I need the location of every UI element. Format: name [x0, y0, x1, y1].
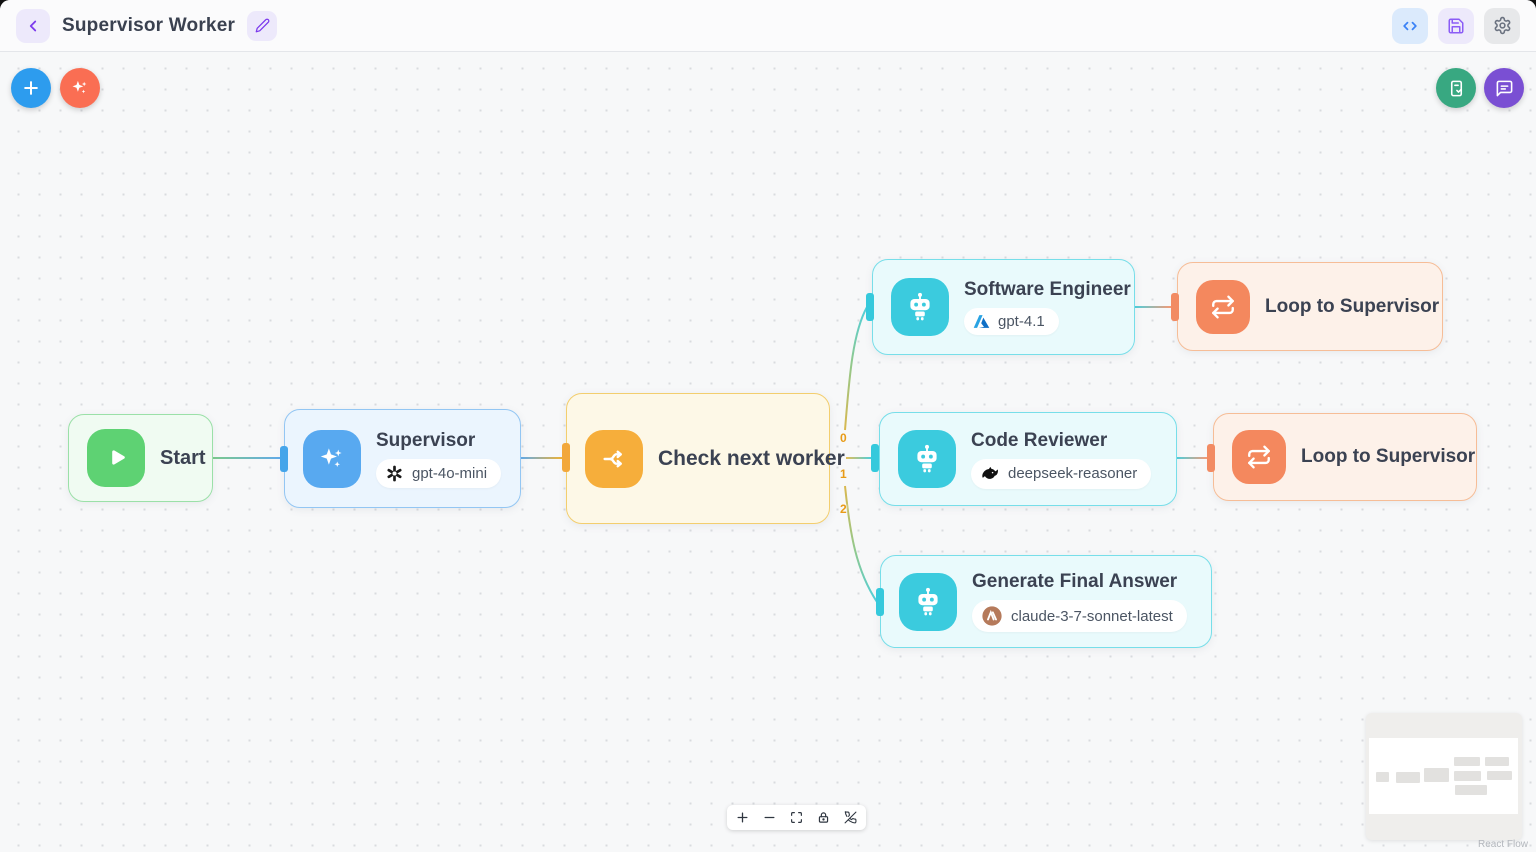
node-title: Generate Final Answer	[972, 571, 1178, 592]
gear-icon	[1494, 16, 1510, 35]
minimap[interactable]	[1366, 713, 1522, 840]
node-code-reviewer[interactable]: Code Reviewer deepseek-reasoner	[879, 412, 1177, 506]
zoom-out-button[interactable]	[762, 810, 777, 825]
fit-view-button[interactable]	[789, 810, 804, 825]
edit-title-button[interactable]	[247, 10, 278, 41]
deepseek-icon	[982, 466, 998, 479]
handle-supervisor-in[interactable]	[280, 446, 288, 472]
edges-layer	[213, 306, 1207, 603]
back-button[interactable]	[16, 8, 50, 43]
robot-icon	[899, 572, 957, 631]
node-title: Loop to Supervisor	[1265, 295, 1440, 317]
pencil-icon	[255, 18, 269, 33]
node-start[interactable]: Start	[68, 414, 213, 502]
minimap-node-start	[1376, 772, 1389, 782]
chat-button[interactable]	[1484, 68, 1524, 108]
settings-button[interactable]	[1484, 7, 1520, 44]
minimap-node-check	[1424, 768, 1449, 782]
minimap-node-software-engineer	[1454, 757, 1480, 766]
model-badge: deepseek-reasoner	[971, 458, 1152, 489]
robot-icon	[898, 430, 956, 488]
phone-off-icon	[844, 811, 857, 824]
play-icon	[87, 429, 145, 487]
save-icon	[1448, 18, 1464, 33]
plus-icon	[24, 81, 38, 95]
view-code-button[interactable]	[1392, 7, 1428, 44]
minimap-node-generate-final	[1455, 785, 1487, 795]
lock-button[interactable]	[816, 810, 831, 825]
node-generate-final-answer[interactable]: Generate Final Answer claude-3-7-sonnet-…	[880, 555, 1212, 648]
save-button[interactable]	[1438, 7, 1474, 44]
model-badge: gpt-4o-mini	[376, 458, 502, 488]
azure-icon	[973, 315, 990, 328]
file-check-icon	[1450, 80, 1462, 96]
node-check-next-worker[interactable]: Check next worker	[566, 393, 845, 524]
node-title: Supervisor	[376, 429, 476, 451]
edge-label-2: 2	[840, 502, 847, 516]
minimap-node-supervisor	[1396, 772, 1420, 783]
add-node-button[interactable]	[11, 68, 51, 108]
sparkles-icon	[303, 429, 361, 488]
node-loop-to-supervisor-bottom[interactable]: Loop to Supervisor	[1213, 413, 1477, 501]
zoom-in-icon	[737, 812, 748, 823]
top-bar: Supervisor Worker	[0, 0, 1536, 52]
edge-check-generate-final[interactable]	[844, 485, 878, 603]
node-title: Loop to Supervisor	[1301, 446, 1476, 467]
model-name: gpt-4.1	[998, 313, 1045, 330]
handle-loop-top-in[interactable]	[1171, 293, 1179, 321]
handle-check-in[interactable]	[562, 443, 570, 472]
handle-generate-final-in[interactable]	[876, 588, 884, 616]
handle-code-reviewer-in[interactable]	[871, 444, 879, 472]
fit-view-icon	[791, 812, 802, 823]
node-title: Software Engineer	[964, 279, 1131, 300]
anthropic-icon	[982, 606, 1002, 626]
ai-assist-button[interactable]	[60, 68, 100, 108]
minimap-node-loop-top	[1485, 757, 1509, 766]
react-flow-attribution: React Flow	[1477, 839, 1528, 850]
model-name: deepseek-reasoner	[1008, 465, 1138, 482]
node-loop-to-supervisor-top[interactable]: Loop to Supervisor	[1177, 262, 1443, 351]
repeat-icon	[1196, 279, 1250, 334]
model-name: gpt-4o-mini	[412, 464, 488, 482]
code-icon	[1403, 21, 1417, 30]
sparkles-icon	[72, 80, 87, 94]
handle-software-engineer-in[interactable]	[866, 293, 874, 321]
node-title: Start	[160, 446, 206, 469]
node-supervisor[interactable]: Supervisor gpt-4o-mini	[284, 409, 521, 508]
model-badge: gpt-4.1	[964, 308, 1059, 335]
handle-loop-bottom-in[interactable]	[1207, 444, 1215, 472]
model-badge: claude-3-7-sonnet-latest	[972, 600, 1187, 632]
repeat-icon	[1232, 430, 1286, 484]
edge-label-0: 0	[840, 431, 847, 445]
run-log-button[interactable]	[1436, 68, 1476, 108]
chat-icon	[1496, 80, 1512, 96]
robot-icon	[891, 278, 949, 336]
canvas-controls	[727, 805, 866, 830]
edge-check-software-engineer[interactable]	[844, 306, 868, 431]
zoom-in-button[interactable]	[735, 810, 750, 825]
node-title: Code Reviewer	[971, 429, 1108, 451]
flow-canvas[interactable]: 0 1 2 Start Supervisor	[0, 52, 1536, 852]
zoom-out-icon	[764, 816, 775, 819]
minimap-node-code-reviewer	[1454, 771, 1481, 781]
phone-off-button[interactable]	[843, 810, 858, 825]
workflow-title: Supervisor Worker	[62, 14, 236, 36]
openai-icon	[387, 465, 402, 481]
node-title: Check next worker	[658, 446, 845, 470]
chevron-left-icon	[29, 20, 37, 31]
split-icon	[585, 429, 643, 488]
minimap-node-loop-bottom	[1487, 771, 1512, 780]
lock-icon	[818, 812, 829, 823]
model-name: claude-3-7-sonnet-latest	[1011, 607, 1173, 625]
header-actions	[1392, 7, 1520, 44]
edge-label-1: 1	[840, 467, 847, 481]
node-software-engineer[interactable]: Software Engineer gpt-4.1	[872, 259, 1135, 355]
